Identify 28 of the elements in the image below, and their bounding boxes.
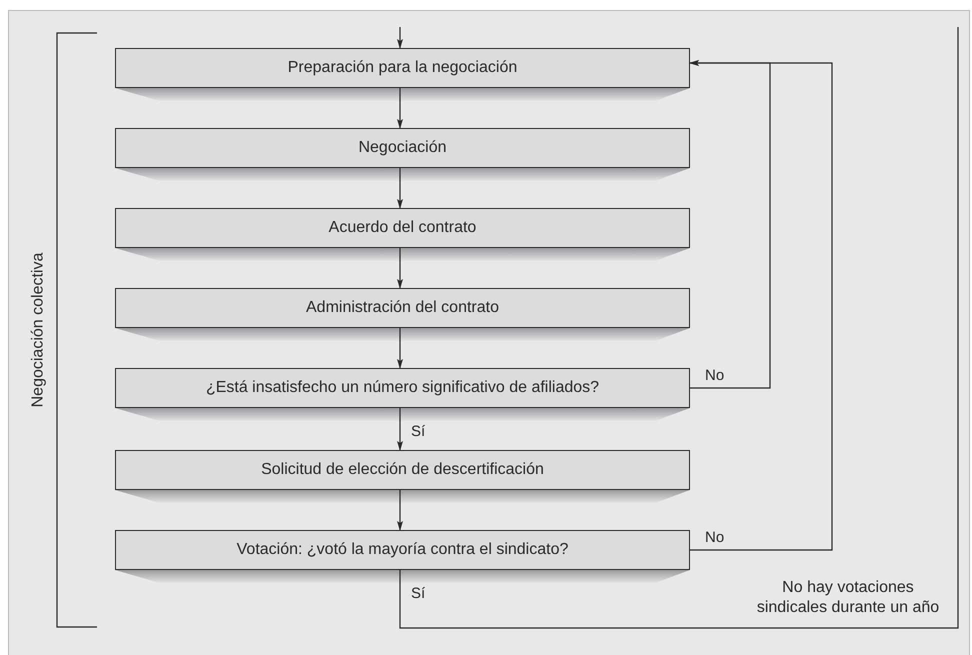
process-box [115, 450, 690, 490]
bracket-label: Negociación colectiva [28, 252, 47, 408]
process-box [115, 530, 690, 570]
box-text: ¿Está insatisfecho un número significativo de afiliados? [206, 378, 600, 398]
edge-label: Sí [410, 424, 426, 439]
process-box [115, 48, 690, 88]
box-text: Negociación [358, 138, 447, 158]
box-text: Preparación para la negociación [288, 58, 518, 78]
arrow [397, 328, 403, 369]
edge-label: Sí [410, 586, 426, 601]
process-box [115, 208, 690, 248]
arrow [397, 408, 403, 451]
arrow [397, 490, 403, 531]
box-text: Administración del contrato [306, 298, 499, 318]
process-box [115, 128, 690, 168]
process-box [115, 288, 690, 328]
arrow [397, 248, 403, 289]
arrow [689, 60, 833, 551]
box-text: Solicitud de elección de descertificación [261, 460, 544, 480]
arrow [397, 88, 403, 129]
box-text: Acuerdo del contrato [328, 218, 476, 238]
note-text: No hay votaciones sindicales durante un año [756, 578, 940, 618]
edge-label: No [704, 530, 726, 545]
process-box [115, 368, 690, 408]
box-text: Votación: ¿votó la mayoría contra el sindicato? [236, 540, 568, 560]
edge-label: No [704, 368, 726, 383]
arrow [397, 168, 403, 209]
arrow [397, 27, 403, 49]
